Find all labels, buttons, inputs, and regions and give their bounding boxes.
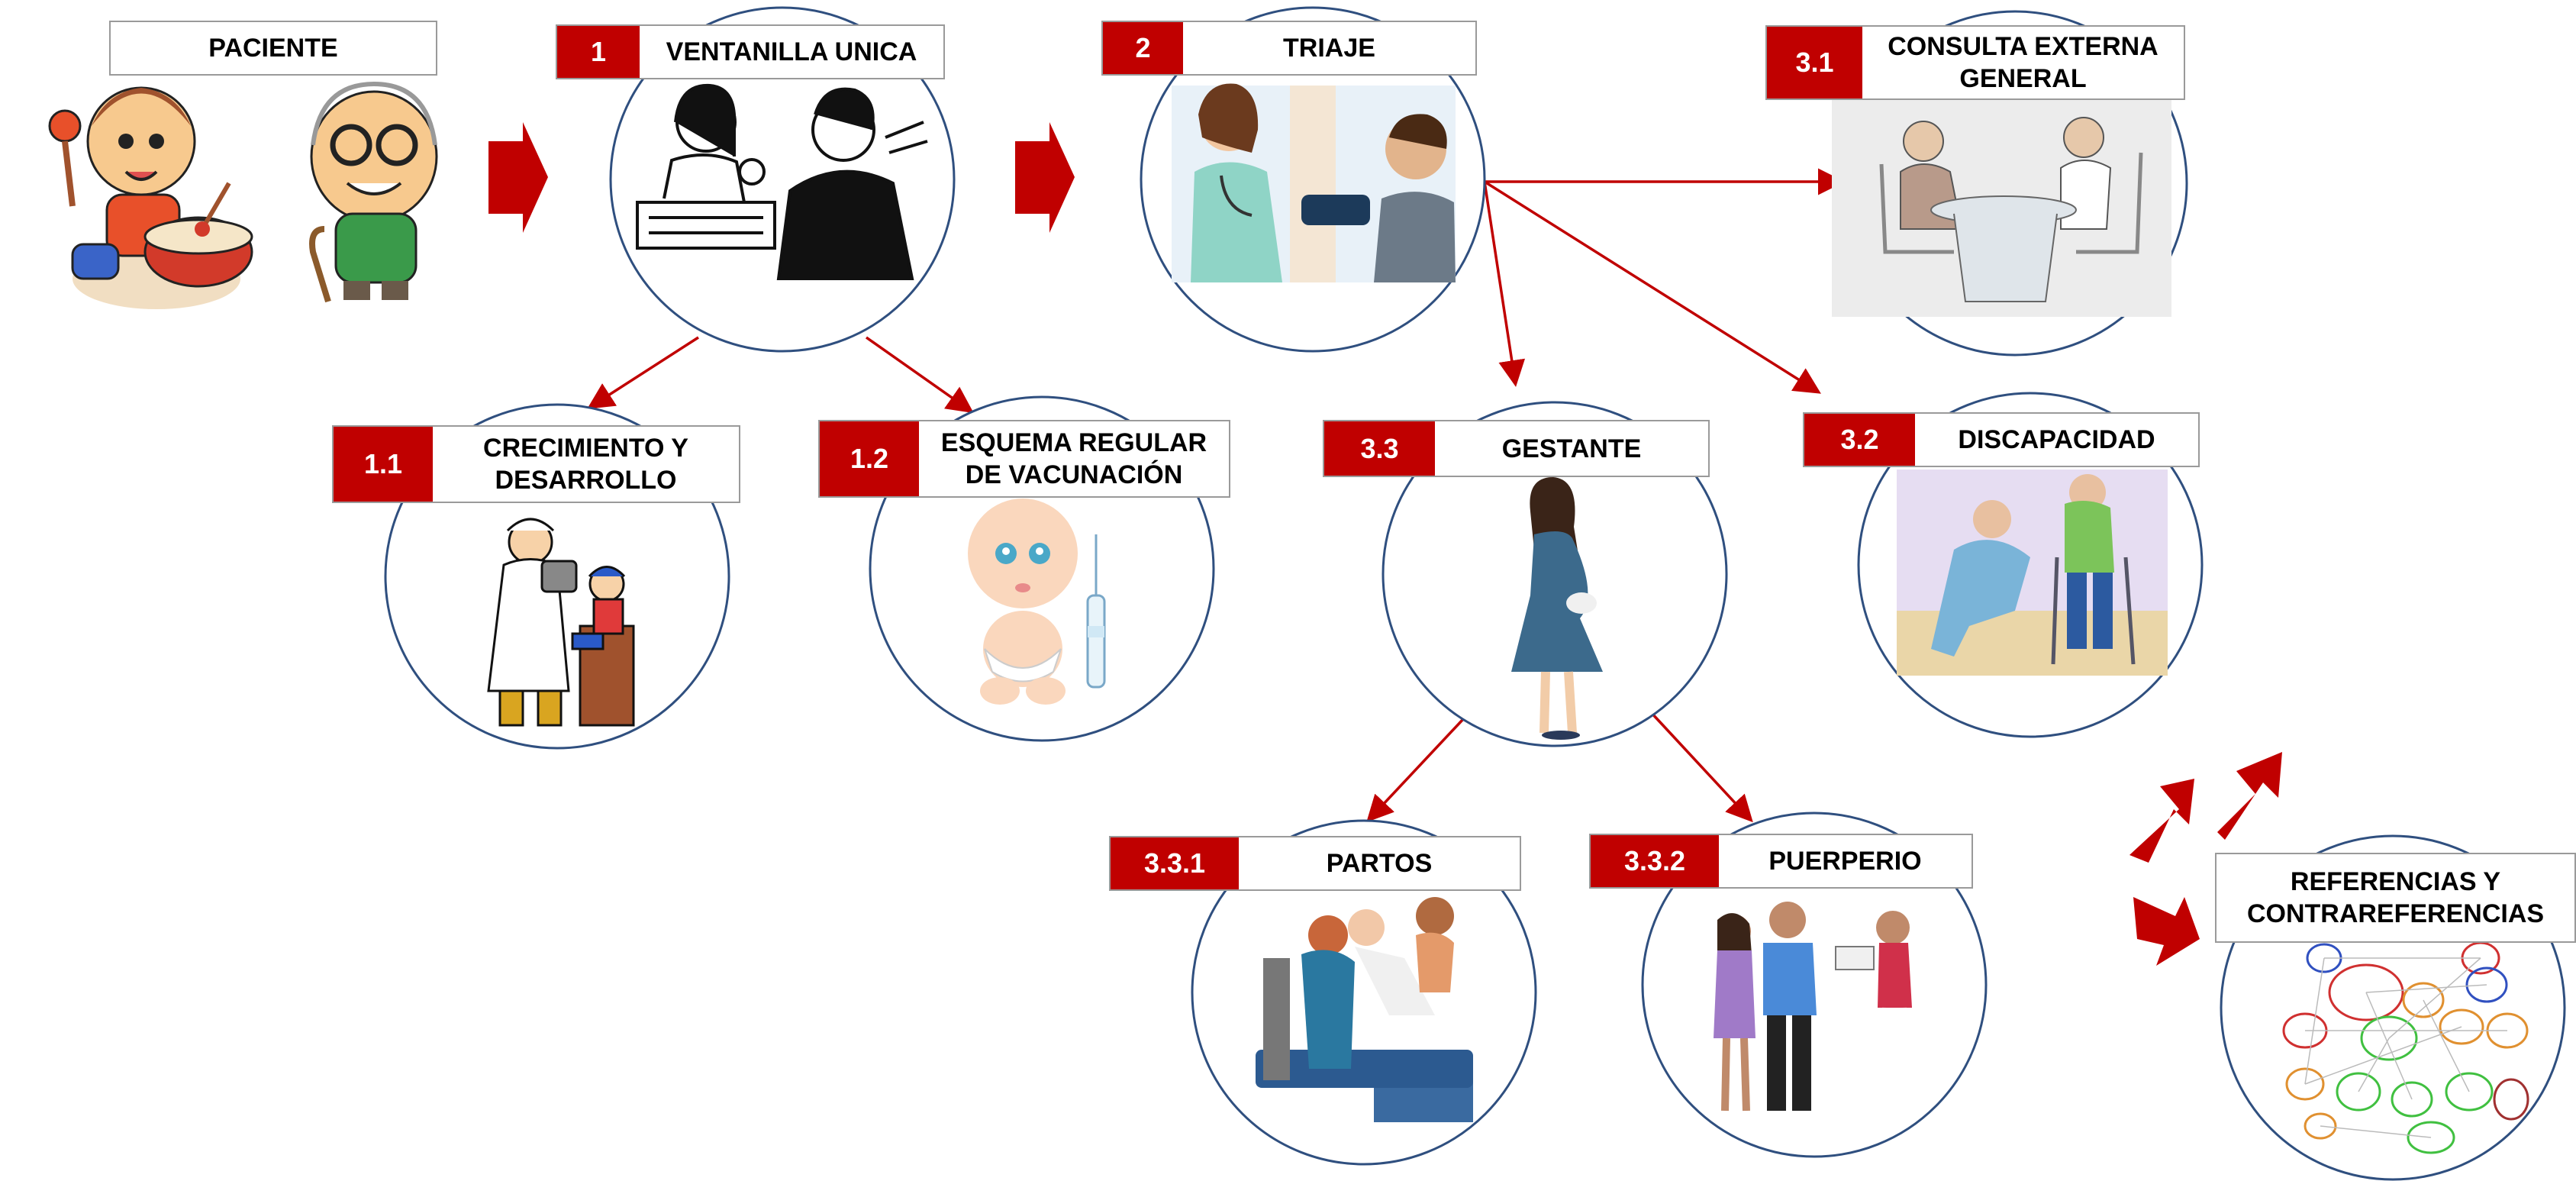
doctor-consultation-icon [1832,95,2171,317]
network-graph-icon [2282,941,2529,1154]
reception-desk-icon [636,83,928,280]
nurse-blood-pressure-icon [1172,83,1456,282]
vacunacion-title-line1: ESQUEMA REGULAR [940,428,1207,457]
consulta-title-line1: CONSULTA EXTERNA [1888,32,2158,61]
paciente-title: PACIENTE [208,34,338,63]
flow-arrow-2 [1015,122,1075,233]
discapacidad-number: 3.2 [1804,414,1915,466]
crecimiento-label: 1.1 CRECIMIENTO Y DESARROLLO [332,425,740,503]
vacunacion-label: 1.2 ESQUEMA REGULAR DE VACUNACIÓN [818,420,1230,498]
referencias-title-line1: REFERENCIAS Y [2290,867,2501,896]
ventanilla-title: VENTANILLA UNICA [666,37,917,66]
referencias-title-line2: CONTRAREFERENCIAS [2246,899,2545,928]
referral-arrow-2 [2217,752,2282,840]
baby-vaccine-icon [968,499,1106,705]
partos-number: 3.3.1 [1111,837,1239,889]
triaje-title: TRIAJE [1283,34,1375,63]
connector-line [587,336,699,409]
discapacidad-title: DISCAPACIDAD [1958,425,2155,454]
crecimiento-title-line2: DESARROLLO [495,466,677,495]
connector-line [865,336,974,414]
gestante-number: 3.3 [1324,421,1435,476]
ventanilla-label: 1 VENTANILLA UNICA [556,24,945,79]
crecimiento-title: CRECIMIENTO Y DESARROLLO [433,432,739,496]
puerperio-title: PUERPERIO [1768,847,1922,876]
paciente-label: PACIENTE [109,21,437,76]
childbirth-icon [1256,897,1473,1122]
referencias-title: REFERENCIAS Y CONTRAREFERENCIAS [2217,866,2574,930]
connector-line [1649,710,1753,823]
vacunacion-number: 1.2 [820,421,919,496]
consulta-title: CONSULTA EXTERNA GENERAL [1862,31,2184,95]
referencias-label: REFERENCIAS Y CONTRAREFERENCIAS [2215,853,2576,943]
consulta-title-line2: GENERAL [1959,64,2087,93]
nurse-child-icon [487,518,635,727]
discapacidad-label: 3.2 DISCAPACIDAD [1803,412,2200,467]
partos-label: 3.3.1 PARTOS [1109,836,1521,891]
vacunacion-title-line2: DE VACUNACIÓN [965,460,1183,489]
connector-line [1484,180,1821,394]
disability-care-icon [1897,469,2168,676]
connector-line [1483,181,1526,387]
flow-arrow-1 [488,122,548,233]
partos-title: PARTOS [1326,849,1433,878]
crecimiento-title-line1: CRECIMIENTO Y [483,434,688,463]
gestante-label: 3.3 GESTANTE [1323,420,1710,477]
puerperio-label: 3.3.2 PUERPERIO [1589,834,1973,889]
referral-arrow-3 [2133,897,2200,966]
crecimiento-number: 1.1 [334,427,433,502]
ventanilla-number: 1 [557,26,640,78]
pregnant-woman-icon [1511,477,1603,740]
triaje-number: 2 [1103,22,1183,74]
gestante-title: GESTANTE [1501,434,1642,463]
children-illustration-icon [48,81,438,309]
consulta-number: 3.1 [1767,27,1862,98]
vacunacion-title: ESQUEMA REGULAR DE VACUNACIÓN [919,427,1229,491]
consulta-label: 3.1 CONSULTA EXTERNA GENERAL [1765,25,2185,100]
connector-line [1366,718,1465,823]
postpartum-family-icon [1714,902,1912,1112]
referral-arrow-1 [2129,779,2194,863]
triaje-label: 2 TRIAJE [1101,21,1477,76]
puerperio-number: 3.3.2 [1591,835,1719,887]
